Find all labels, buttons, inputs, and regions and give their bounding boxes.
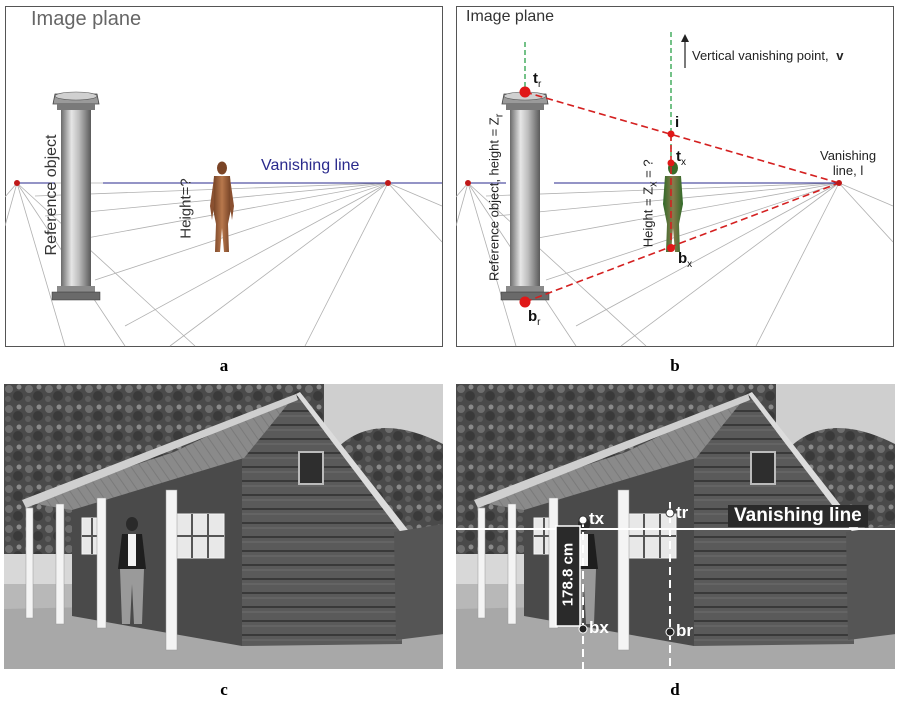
floor-grid	[5, 182, 443, 347]
standing-person	[118, 517, 146, 624]
br-point	[519, 296, 531, 308]
height-label-text: Height = Z	[640, 186, 656, 248]
height-label-suffix: = ?	[640, 159, 656, 182]
caption-d: d	[670, 680, 680, 699]
tx-label-sub: x	[681, 157, 686, 168]
tr-label-main: t	[533, 70, 538, 87]
measurement-box	[555, 525, 581, 627]
vertical-vp-text: Vertical vanishing point,	[692, 48, 829, 63]
caption-b: b	[670, 356, 680, 375]
br-label-sub: r	[537, 317, 541, 328]
human-figure	[210, 161, 234, 252]
measurement-label: 178.8 cm	[559, 542, 577, 607]
caption-a: a	[219, 356, 229, 375]
bx-point	[667, 244, 675, 252]
bx-label-main: b	[678, 250, 688, 267]
panel-d-photo: tx tr bx br Vanishing line 178.8 cm	[456, 384, 895, 669]
left-vanishing-point	[465, 180, 471, 186]
panel-a-title: Image plane	[31, 8, 142, 30]
right-vanishing-point	[385, 180, 391, 186]
bx-label: bx	[678, 250, 692, 270]
reference-label-text: Reference object, height = Z	[486, 117, 502, 281]
panel-a-figure	[5, 6, 443, 347]
panel-c-photo	[4, 384, 443, 669]
tx-point	[578, 515, 588, 525]
hut-photo	[4, 384, 443, 669]
reference-object-label: Reference object	[43, 134, 60, 256]
vertical-vp-symbol: v	[836, 48, 844, 63]
i-label: i	[675, 114, 680, 131]
vanishing-line-label: Vanishing line	[728, 505, 868, 527]
reference-object-label: Reference object, height = Zr	[487, 97, 506, 297]
br-point	[665, 627, 675, 637]
tr-point	[665, 508, 675, 518]
caption-c: c	[220, 680, 228, 699]
vertical-vp-label: Vertical vanishing point, v	[692, 48, 843, 63]
tr-point	[519, 86, 531, 98]
vanishing-line-label-line1: Vanishing	[820, 148, 877, 163]
vanishing-line-label-b: Vanishing line, l	[820, 148, 876, 178]
br-label-main: b	[528, 308, 538, 325]
tr-label-sub: r	[538, 79, 542, 90]
tx-point	[667, 159, 675, 167]
tx-label-main: t	[676, 148, 681, 165]
reference-label-sub: r	[493, 113, 506, 118]
construction-lines	[524, 91, 840, 303]
bx-point	[578, 624, 588, 634]
reference-column	[51, 91, 101, 301]
left-vanishing-point	[14, 180, 20, 186]
panel-b-title: Image plane	[466, 8, 555, 25]
vanishing-line-label-line2: line, l	[832, 163, 864, 178]
height-label-sub: x	[647, 181, 660, 187]
tr-label: tr	[676, 503, 689, 522]
panel-a: Image plane Vanishing line Reference obj…	[5, 6, 443, 347]
panel-b-figure	[456, 6, 894, 347]
bx-label-sub: x	[687, 259, 693, 270]
bx-label: bx	[589, 618, 609, 637]
height-label: Height = Zx = ?	[641, 153, 660, 253]
br-label: br	[528, 308, 541, 328]
br-label: br	[676, 621, 693, 640]
i-point	[667, 130, 675, 138]
right-vanishing-point	[836, 180, 842, 186]
hut-photo-annotated	[456, 384, 895, 669]
tr-label: tr	[533, 70, 541, 90]
tx-label: tx	[589, 509, 605, 528]
vanishing-line-label: Vanishing line	[261, 157, 360, 174]
height-label: Height=?	[177, 178, 195, 239]
panel-b: Image plane Vertical vanishing point, v …	[456, 6, 894, 347]
tx-label: tx	[676, 148, 686, 168]
